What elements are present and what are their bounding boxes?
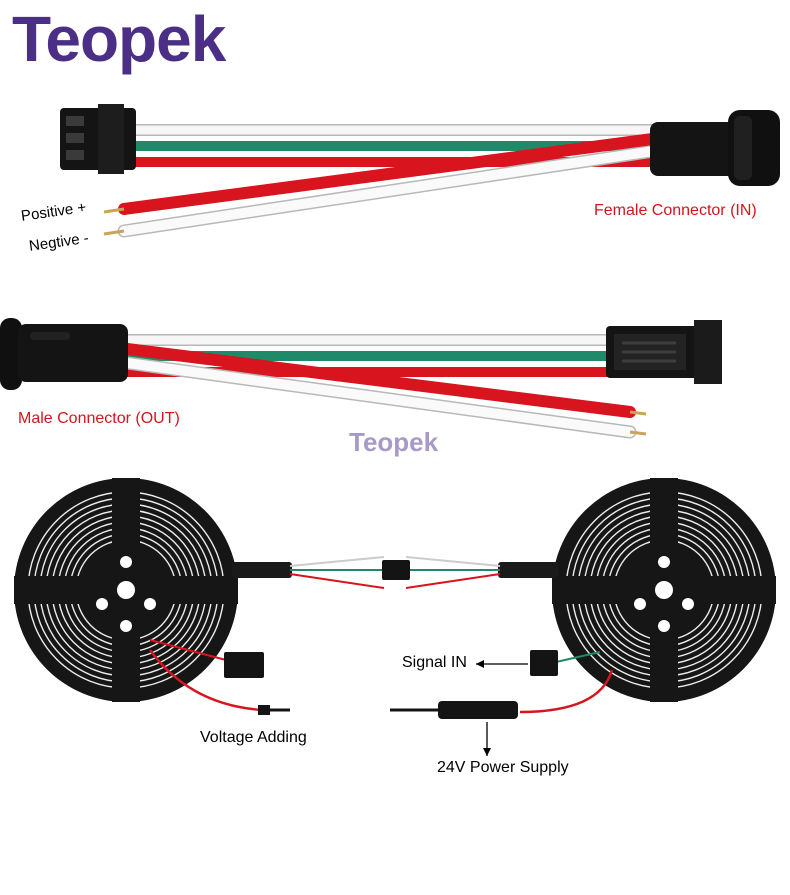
wiring-diagram <box>14 478 776 756</box>
female-cable-group <box>60 104 780 238</box>
power-supply-label: 24V Power Supply <box>437 759 569 776</box>
left-led-reel <box>14 478 238 702</box>
male-cable-group <box>0 318 722 439</box>
left-strip-end <box>232 562 292 578</box>
female-jst-connector <box>60 104 136 174</box>
brand-logo: Teopek <box>12 3 226 75</box>
right-led-reel <box>552 478 776 702</box>
female-overmold <box>650 110 780 186</box>
male-connector-label: Male Connector (OUT) <box>18 410 180 427</box>
right-strip-end <box>498 562 558 578</box>
male-jst-connector <box>606 320 722 384</box>
left-signal-connector <box>149 639 264 678</box>
female-connector-label: Female Connector (IN) <box>594 202 757 219</box>
power-wires <box>149 649 614 756</box>
signal-in-label: Signal IN <box>402 654 467 671</box>
signal-in-connector <box>476 650 601 676</box>
brand-watermark: Teopek <box>349 427 439 457</box>
mid-lead-red <box>114 342 647 418</box>
top-lead-red <box>103 132 666 215</box>
link-wires <box>289 556 501 589</box>
male-overmold <box>0 318 128 390</box>
top-lead-white <box>103 143 667 238</box>
link-jst-connector <box>382 560 410 580</box>
voltage-adding-label: Voltage Adding <box>200 729 307 746</box>
mid-lead-white <box>113 355 647 439</box>
